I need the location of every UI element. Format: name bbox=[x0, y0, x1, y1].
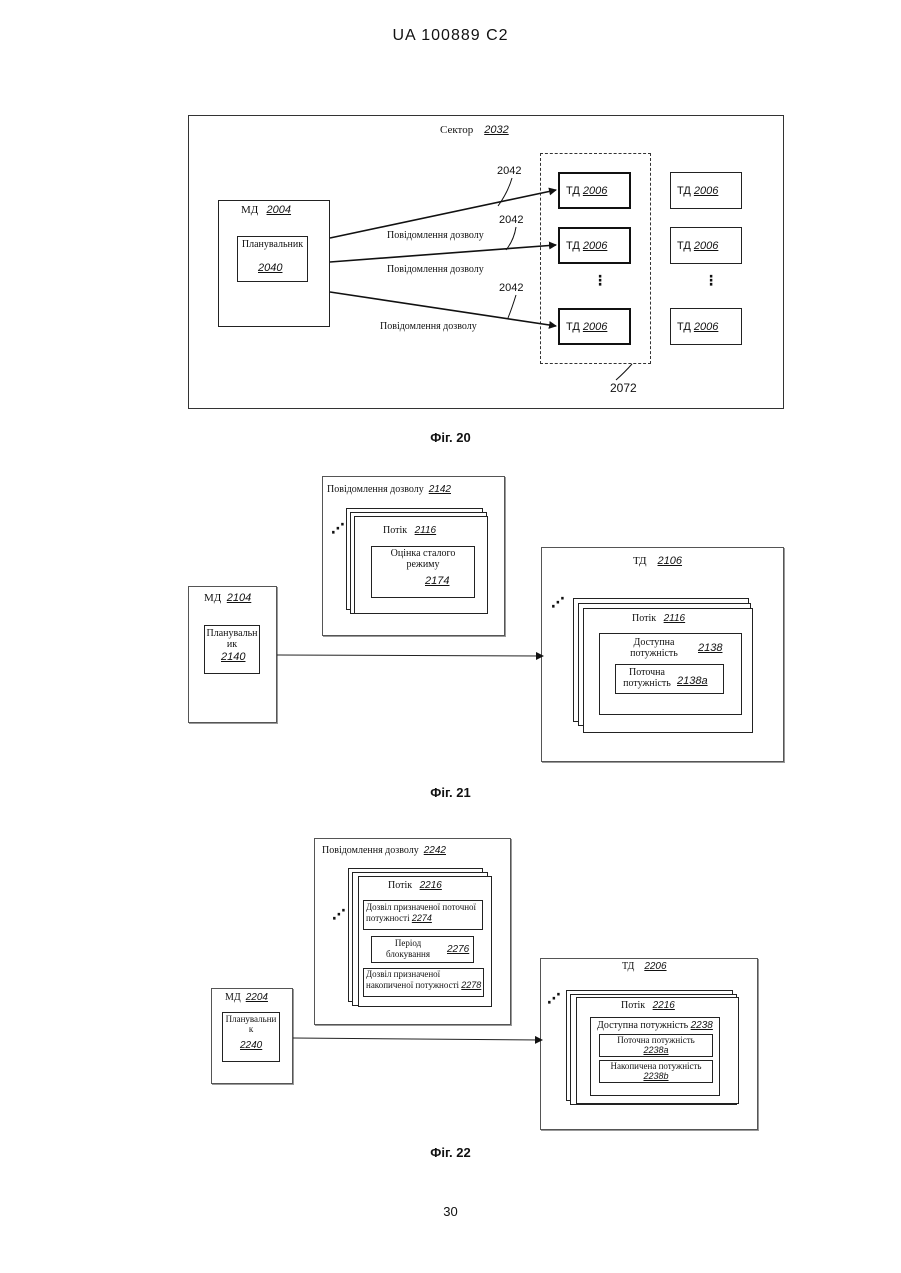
leader-2042-3 bbox=[508, 295, 516, 318]
leader-2072 bbox=[616, 364, 632, 380]
leader-2042-2 bbox=[506, 227, 516, 250]
page-number: 30 bbox=[0, 1204, 901, 1219]
arrow-fig22 bbox=[293, 1038, 542, 1040]
arrow-md-td1 bbox=[330, 190, 556, 238]
arrow-md-td2 bbox=[330, 245, 556, 262]
arrow-fig21 bbox=[277, 655, 543, 656]
arrow-md-td3 bbox=[330, 292, 556, 326]
